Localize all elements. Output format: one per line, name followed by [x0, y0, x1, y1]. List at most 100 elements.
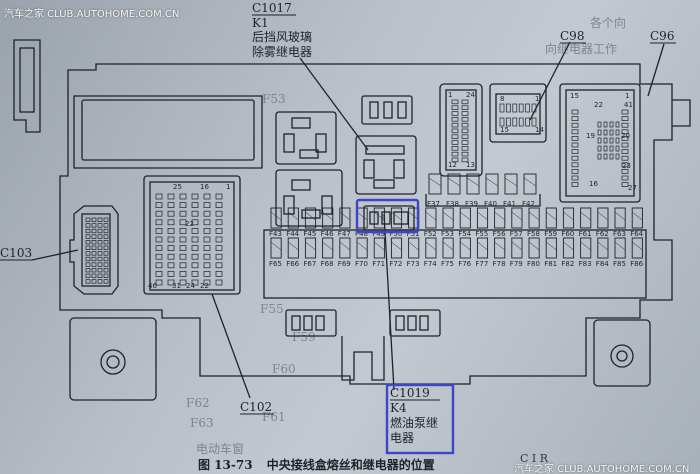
- connector-pin: [91, 273, 97, 278]
- connector-pin: [615, 129, 620, 136]
- fuse-slot: F84: [596, 237, 609, 268]
- housing-outline: [59, 63, 673, 385]
- connector-pin: [97, 273, 103, 278]
- fuse-label: F50: [389, 230, 402, 238]
- leader-c102: [211, 293, 251, 399]
- connector-pin: [103, 279, 109, 284]
- connector-pin: [179, 271, 187, 277]
- connector-pin: [191, 210, 199, 217]
- connector-pin: [603, 137, 608, 144]
- fuse-slot: F79: [510, 237, 523, 268]
- fuse-slot: F37: [427, 173, 442, 208]
- connector-pin: [85, 273, 91, 278]
- connector-pin: [97, 251, 103, 256]
- leader-c1019: [383, 213, 395, 391]
- c103-pin-grid: [85, 217, 109, 284]
- mid-connector-pin-grid: [451, 99, 469, 163]
- fuse-slot: F73: [407, 237, 420, 268]
- fuse-slot: F38: [446, 173, 461, 208]
- connector-pin: [179, 253, 187, 260]
- connector-pin: [461, 157, 469, 163]
- fuse-slot: F72: [389, 237, 402, 268]
- connector-pin: [203, 228, 211, 234]
- connector-pin: [215, 245, 223, 251]
- connector-pin: [603, 145, 608, 152]
- connector-pin: [155, 262, 163, 269]
- fuse-label: F52: [424, 230, 437, 238]
- lower-socket-left: [285, 309, 337, 337]
- c98-pin-label: 1: [535, 95, 539, 103]
- connector-pin: [215, 193, 223, 200]
- left-mount-inner: [19, 47, 35, 113]
- connector-pin: [571, 175, 579, 181]
- connector-pin: [451, 111, 459, 116]
- bg-text-3: F53: [262, 92, 286, 106]
- bg-text-8: F62: [186, 396, 210, 410]
- bottom-left-hole: [100, 349, 126, 375]
- connector-pin: [191, 245, 199, 251]
- connector-pin: [191, 193, 199, 200]
- connector-pin: [103, 228, 109, 234]
- c102-pin-label: 16: [200, 183, 209, 191]
- connector-pin: [103, 268, 109, 273]
- connector-pin: [506, 103, 511, 113]
- fuse-label: F53: [441, 230, 454, 238]
- connector-pin: [609, 153, 614, 160]
- fuse-label: F46: [321, 230, 334, 238]
- connector-pin: [451, 146, 459, 151]
- connector-pin: [97, 228, 103, 234]
- fuse-label: F37: [427, 200, 440, 208]
- connector-pin: [191, 219, 199, 226]
- connector-pin: [499, 117, 505, 127]
- c103-label: C103: [0, 246, 33, 260]
- fuse-label: F75: [441, 260, 454, 268]
- connector-pin: [215, 271, 223, 277]
- connector-pin: [97, 240, 103, 245]
- connector-pin: [451, 157, 459, 163]
- fuse-slot: F76: [458, 237, 472, 268]
- fuse-slot: F80: [527, 237, 540, 268]
- fuse-slot: F64: [630, 207, 644, 238]
- fuse-label: F47: [338, 230, 351, 238]
- connector-pin: [461, 134, 469, 139]
- relay-socket-c1019: [363, 205, 415, 231]
- connector-pin: [167, 228, 175, 234]
- connector-pin: [531, 103, 537, 113]
- c102-pin-label: 22: [200, 282, 209, 290]
- connector-pin: [461, 111, 469, 116]
- connector-pin: [167, 262, 175, 269]
- caption-trailing-text: C I R: [520, 452, 549, 465]
- connector-pin: [451, 122, 459, 128]
- connector-pin: [461, 146, 469, 151]
- connector-pin: [191, 253, 199, 260]
- connector-pin: [571, 182, 579, 187]
- connector-pin: [179, 228, 187, 234]
- c96-pin-label: 27: [628, 184, 637, 192]
- lower-socket-right: [389, 309, 441, 337]
- c96-label: C96: [650, 29, 675, 43]
- connector-pin: [571, 149, 579, 154]
- connector-pin: [85, 240, 91, 245]
- fuse-slot: F66: [286, 237, 300, 268]
- fuse-label: F82: [561, 260, 574, 268]
- connector-pin: [615, 121, 620, 128]
- connector-pin: [571, 155, 579, 161]
- fuse-label: F64: [630, 230, 643, 238]
- figure-title: 中央接线盒熔丝和继电器的位置: [266, 458, 435, 472]
- fuse-label: F51: [407, 230, 420, 238]
- connector-pin: [103, 245, 109, 250]
- connector-pin: [179, 236, 187, 243]
- connector-pin: [203, 245, 211, 251]
- connector-pin: [571, 116, 579, 121]
- connector-pin: [597, 153, 602, 160]
- connector-pin: [191, 262, 199, 269]
- connector-pin: [215, 236, 223, 243]
- connector-pin: [621, 136, 629, 141]
- c102-pin-label: 25: [173, 183, 182, 191]
- fuse-slot: F57: [510, 207, 523, 238]
- connector-pin: [155, 245, 163, 251]
- c96-pin-label: 16: [589, 180, 598, 188]
- connector-pin: [621, 116, 629, 121]
